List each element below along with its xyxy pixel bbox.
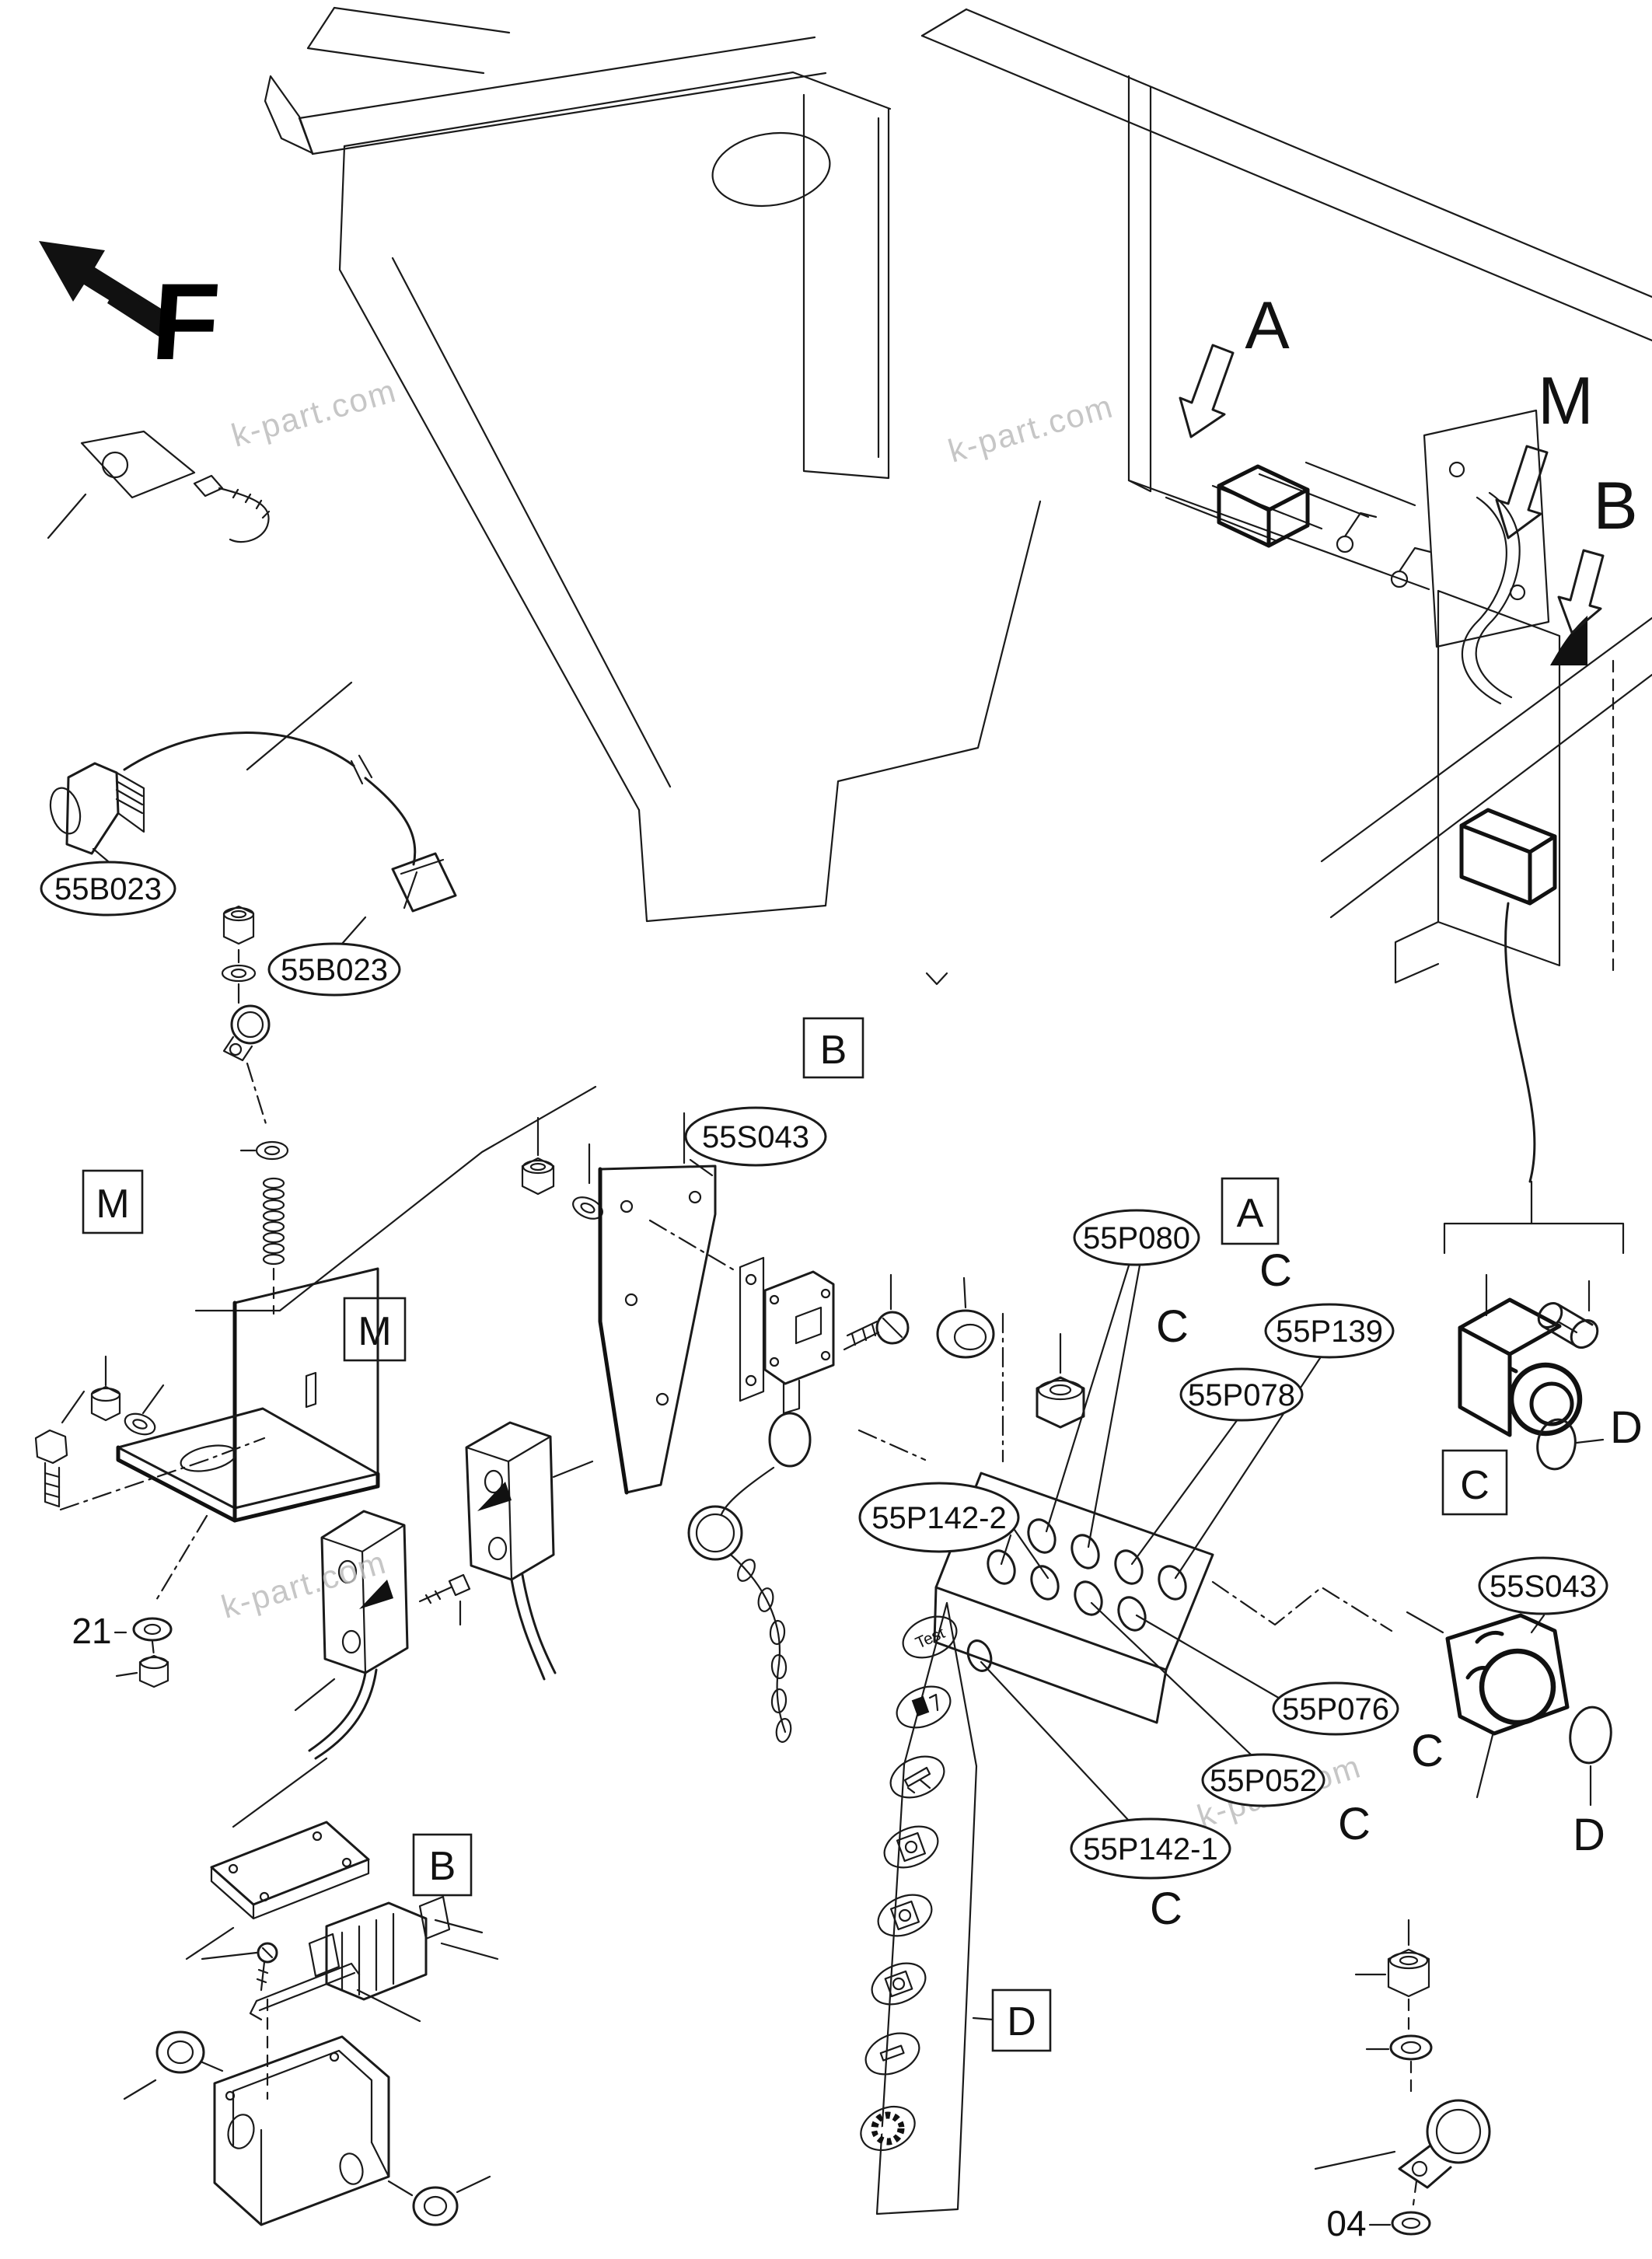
view-letter-a: A xyxy=(1245,288,1290,363)
detail-letter-d2: D xyxy=(1573,1810,1605,1860)
detail-box-c xyxy=(1441,1449,1508,1516)
part-label-55b023-right[interactable] xyxy=(267,942,401,997)
front-direction-indicator: F xyxy=(39,241,223,382)
detail-box-m-left-text: M xyxy=(96,1182,129,1227)
part-label-55b023-left[interactable] xyxy=(40,861,176,917)
icon-test-text: Test xyxy=(913,1624,948,1653)
symbol-panel-strip: Test xyxy=(860,1601,994,2215)
gasket-oval-1 xyxy=(1536,1418,1577,1471)
part-label-55s043-socket-text: 55S043 xyxy=(1490,1569,1597,1604)
detail-letter-c2: C xyxy=(1156,1301,1189,1352)
icon-slot xyxy=(864,2032,920,2076)
detail-box-b-bottom-text: B xyxy=(429,1844,456,1889)
detail-letter-d1: D xyxy=(1610,1402,1643,1453)
view-arrow-a: A xyxy=(1179,288,1290,438)
machine-body-line-art xyxy=(47,6,1652,1255)
watermark-top-left: k-part.com xyxy=(228,372,401,453)
harness-cable xyxy=(1504,902,1536,1183)
part-label-55p052-text: 55P052 xyxy=(1210,1764,1317,1798)
detail-box-b-bottom xyxy=(412,1833,473,1897)
detail-box-a-text: A xyxy=(1237,1191,1264,1236)
part-label-55b023-right-text: 55B023 xyxy=(281,953,388,987)
part-label-55s043-bracket-text: 55S043 xyxy=(702,1120,809,1154)
part-label-55p052[interactable] xyxy=(1201,1753,1325,1807)
detail-box-b-top-text: B xyxy=(820,1028,847,1073)
part-label-55p078-text: 55P078 xyxy=(1188,1378,1295,1412)
p-clamp-loop xyxy=(1426,2099,1491,2164)
detail-box-c-text: C xyxy=(1460,1463,1490,1508)
item-04-clamp-hardware: 04 xyxy=(1314,1919,1491,2243)
icon-square-2 xyxy=(877,1894,933,1937)
small-arrow-tip xyxy=(925,972,948,986)
part-label-55p139-text: 55P139 xyxy=(1276,1315,1383,1349)
view-arrow-m: M xyxy=(1495,364,1594,539)
cable-tie-strap xyxy=(218,487,270,543)
icon-fuel xyxy=(896,1685,952,1729)
view-letter-b: B xyxy=(1593,469,1637,543)
watermark-top-right: k-part.com xyxy=(945,387,1118,469)
icon-square-1 xyxy=(883,1825,939,1869)
detail-letter-c1: C xyxy=(1259,1245,1292,1296)
limit-switch-bracket-assembly xyxy=(521,1112,1085,1743)
plug-housing-assembly xyxy=(1458,1273,1605,1471)
icon-test xyxy=(902,1615,958,1659)
detail-letter-c4: C xyxy=(1338,1799,1371,1849)
detail-box-d xyxy=(991,1988,1052,2052)
socket-connector-assembly xyxy=(1406,1611,1612,1807)
part-label-55s043-bracket[interactable] xyxy=(684,1106,827,1167)
part-label-55p076-text: 55P076 xyxy=(1282,1692,1389,1727)
bulb-part xyxy=(1537,1302,1563,1329)
detail-box-m-mid xyxy=(343,1297,407,1362)
icon-square-3 xyxy=(871,1962,927,2006)
junction-box-assembly xyxy=(123,1757,499,2226)
gasket-oval-2 xyxy=(1569,1706,1612,1765)
mounting-bracket-assembly xyxy=(34,1267,380,1603)
cable-gland-right xyxy=(412,2186,459,2226)
item-number-21: 21 xyxy=(72,1611,111,1651)
view-letter-m: M xyxy=(1538,364,1594,438)
part-label-55p076[interactable] xyxy=(1272,1681,1399,1736)
part-label-55p142-2-text: 55P142-2 xyxy=(871,1501,1006,1535)
part-label-55p080-text: 55P080 xyxy=(1083,1221,1190,1255)
part-label-55p142-2[interactable] xyxy=(858,1482,1020,1553)
view-arrow-b: B xyxy=(1557,469,1638,634)
front-letter: F xyxy=(148,260,223,382)
part-label-55p078[interactable] xyxy=(1179,1367,1304,1422)
part-label-55p139[interactable] xyxy=(1264,1303,1395,1359)
cable-tie-buckle xyxy=(193,474,224,498)
part-label-55p142-1[interactable] xyxy=(1070,1817,1231,1880)
detail-letter-c3: C xyxy=(1411,1726,1444,1776)
detail-box-m-left xyxy=(82,1169,144,1234)
sensor-connector-plug xyxy=(391,852,457,913)
item-number-04: 04 xyxy=(1326,2203,1366,2243)
part-label-55b023-left-text: 55B023 xyxy=(54,872,162,906)
detail-box-m-mid-text: M xyxy=(358,1309,391,1354)
detail-box-a xyxy=(1221,1177,1280,1245)
item-21-hardware: 21 xyxy=(72,1611,173,1688)
detail-box-d-text: D xyxy=(1007,1999,1036,2044)
cable-gland-left xyxy=(155,2030,205,2074)
proximity-switch-modules xyxy=(294,1421,594,1760)
icon-lever xyxy=(889,1755,945,1799)
part-label-55p142-1-text: 55P142-1 xyxy=(1083,1832,1217,1866)
part-label-55s043-socket[interactable] xyxy=(1478,1556,1608,1615)
icon-gear xyxy=(860,2105,916,2152)
detail-letter-c5: C xyxy=(1150,1884,1182,1934)
detail-box-b-top xyxy=(802,1017,864,1079)
part-label-55p080[interactable] xyxy=(1073,1209,1200,1266)
